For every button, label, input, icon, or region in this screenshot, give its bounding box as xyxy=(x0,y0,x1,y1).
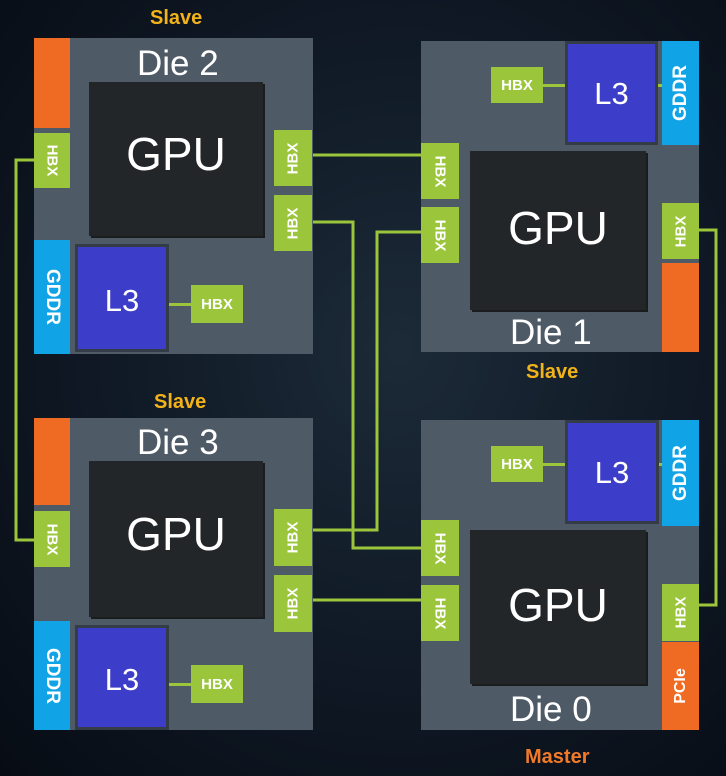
die0-l3-gddr-link xyxy=(659,463,662,466)
die0-gpu: GPU xyxy=(470,530,646,684)
die3-hbx-right-top: HBX xyxy=(274,509,312,566)
die1-hbx-left-top: HBX xyxy=(421,143,459,199)
die1-l3-cache: L3 xyxy=(565,41,658,145)
die0-pcie: PCIe xyxy=(662,642,699,730)
die1-role-label: Slave xyxy=(526,361,579,383)
link-die2-die0 xyxy=(311,220,421,550)
link-die2-die3 xyxy=(14,158,34,542)
die0-hbx-left-bottom: HBX xyxy=(421,585,459,641)
die2-io-block xyxy=(34,38,70,128)
die3-hbx-left: HBX xyxy=(34,511,70,567)
link-die3-die1 xyxy=(311,230,421,532)
die3-gddr: GDDR xyxy=(34,621,70,730)
die0-role-label: Master xyxy=(525,746,590,768)
die0-hbx-right: HBX xyxy=(662,584,699,641)
die2-hbx-right-bottom: HBX xyxy=(274,195,312,251)
die1-hbx-l3: HBX xyxy=(491,67,543,103)
die0-hbx-left-top: HBX xyxy=(421,520,459,576)
die2-block: HBX Die 2 GPU HBX HBX GDDR L3 HBX xyxy=(34,38,313,354)
die1-block: HBX L3 GDDR HBX HBX GPU HBX Die 1 xyxy=(421,41,699,352)
die3-l3-cache: L3 xyxy=(75,625,169,730)
die2-l3-hbx-link xyxy=(169,303,191,306)
die0-l3-hbx-link xyxy=(543,463,565,466)
die0-gddr: GDDR xyxy=(662,420,699,526)
die2-hbx-l3: HBX xyxy=(191,285,243,323)
die3-role-label: Slave xyxy=(154,391,207,413)
die2-l3-cache: L3 xyxy=(75,244,169,352)
die1-l3-gddr-link xyxy=(658,84,662,87)
die2-gddr: GDDR xyxy=(34,240,70,354)
die3-label: Die 3 xyxy=(137,423,219,462)
die3-hbx-right-bottom: HBX xyxy=(274,575,312,632)
link-die1-die0 xyxy=(697,228,718,607)
die3-io-block xyxy=(34,418,70,505)
die1-label: Die 1 xyxy=(510,313,592,352)
die1-io-block xyxy=(662,263,699,352)
die3-gpu: GPU xyxy=(89,461,263,617)
die0-label: Die 0 xyxy=(510,690,592,729)
die1-hbx-left-bottom: HBX xyxy=(421,207,459,263)
die2-hbx-left: HBX xyxy=(34,133,70,188)
die2-label: Die 2 xyxy=(137,44,219,83)
die2-hbx-right-top: HBX xyxy=(274,130,312,186)
die0-l3-cache: L3 xyxy=(565,420,659,524)
die2-gpu: GPU xyxy=(89,82,263,236)
die3-l3-hbx-link xyxy=(169,683,191,686)
die3-hbx-l3: HBX xyxy=(191,665,243,703)
die1-hbx-right: HBX xyxy=(662,203,699,259)
die0-block: HBX L3 GDDR HBX HBX GPU HBX PCIe Die 0 xyxy=(421,420,699,730)
die0-hbx-l3: HBX xyxy=(491,446,543,482)
die2-role-label: Slave xyxy=(150,7,203,29)
die1-gpu: GPU xyxy=(470,151,646,310)
die1-gddr: GDDR xyxy=(662,41,699,145)
die3-block: HBX Die 3 GPU HBX HBX GDDR L3 HBX xyxy=(34,418,313,730)
die1-l3-hbx-link xyxy=(543,84,565,87)
